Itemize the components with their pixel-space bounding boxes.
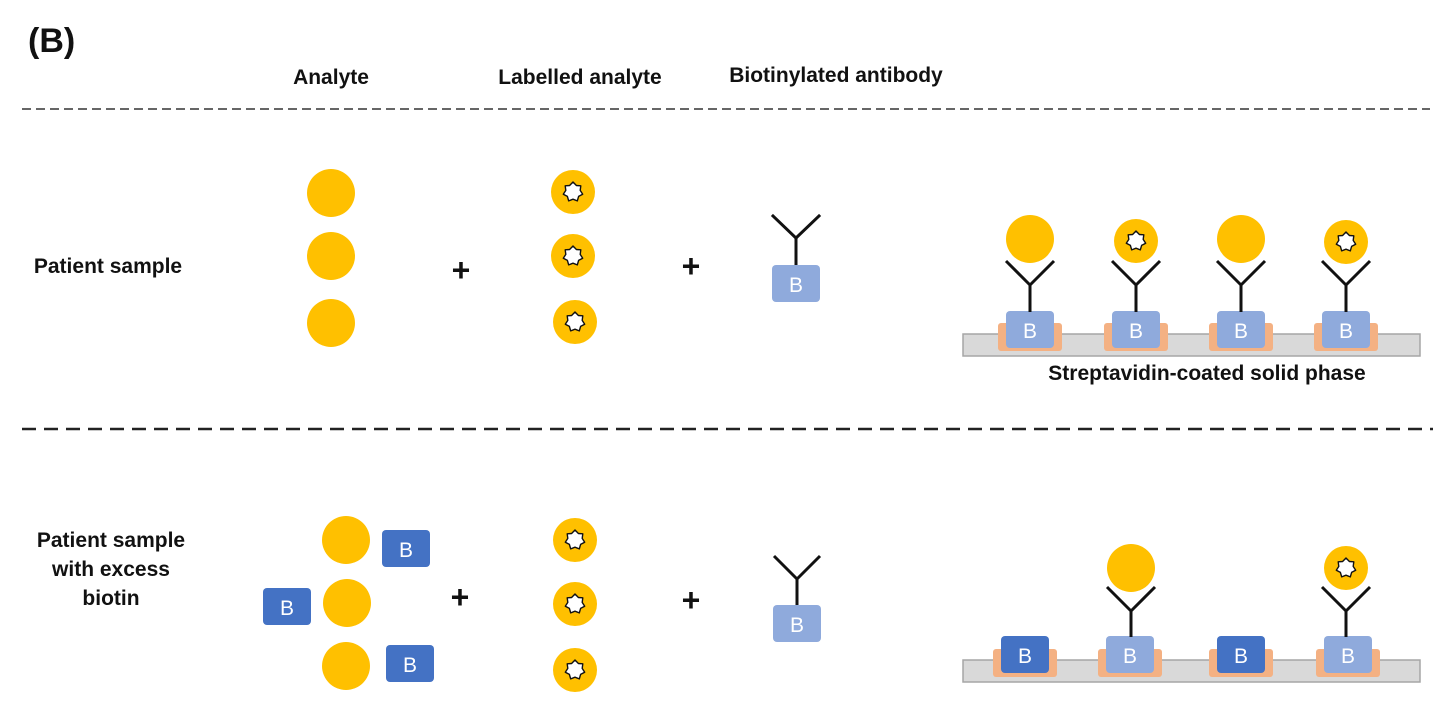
biotin-tag-icon: B [1322, 311, 1370, 348]
antibody-y-icon [1110, 259, 1162, 312]
analyte-circle-icon [307, 232, 355, 280]
biotin-label: B [1341, 645, 1355, 668]
biotin-tag-icon: B [772, 265, 820, 302]
biotin-label: B [399, 539, 413, 562]
row-label-excess-line-1: Patient sample [37, 529, 185, 552]
analyte-circle-icon [307, 299, 355, 347]
analyte-circle-icon [1217, 215, 1265, 263]
plus-sign: + [682, 248, 701, 284]
biotin-tag-icon: B [1217, 311, 1265, 348]
labelled-star-icon [551, 170, 595, 214]
biotin-label: B [1123, 645, 1137, 668]
antibody-y-icon [1105, 585, 1157, 637]
analyte-circle-icon [1006, 215, 1054, 263]
column-header-biotinylated-antibody: Biotinylated antibody [729, 64, 943, 87]
row-label-excess-line-2: with excess [51, 558, 170, 581]
analyte-circle-icon [323, 579, 371, 627]
biotin-label: B [1018, 645, 1032, 668]
biotin-label: B [1129, 320, 1143, 343]
labelled-star-icon [553, 518, 597, 562]
free-biotin-icon: B [1217, 636, 1265, 673]
panel-label: (B) [28, 22, 75, 60]
biotin-label: B [403, 654, 417, 677]
analyte-circle-icon [322, 642, 370, 690]
biotin-label: B [1339, 320, 1353, 343]
labelled-star-icon [1114, 219, 1158, 263]
labelled-star-icon [1324, 546, 1368, 590]
antibody-y-icon [770, 213, 822, 268]
antibody-y-icon [1320, 585, 1372, 637]
analyte-circle-icon [1107, 544, 1155, 592]
antibody-y-icon [1004, 259, 1056, 312]
biotin-tag-icon: B [773, 605, 821, 642]
labelled-star-icon [553, 582, 597, 626]
biotin-label: B [1234, 320, 1248, 343]
labelled-star-icon [553, 300, 597, 344]
biotin-label: B [1023, 320, 1037, 343]
analyte-circle-icon [322, 516, 370, 564]
biotin-tag-icon: B [1106, 636, 1154, 673]
solid-phase-label: Streptavidin-coated solid phase [1048, 362, 1365, 385]
row-label-excess-line-3: biotin [82, 587, 139, 610]
antibody-y-icon [1215, 259, 1267, 312]
analyte-circle-icon [307, 169, 355, 217]
free-biotin-icon: B [1001, 636, 1049, 673]
plus-sign: + [451, 579, 470, 615]
biotin-tag-icon: B [1112, 311, 1160, 348]
antibody-y-icon [1320, 259, 1372, 312]
plus-sign: + [452, 252, 471, 288]
column-header-labelled-analyte: Labelled analyte [498, 66, 661, 89]
column-header-analyte: Analyte [293, 66, 369, 89]
antibody-y-icon [772, 554, 822, 606]
labelled-star-icon [1324, 220, 1368, 264]
free-biotin-icon: B [386, 645, 434, 682]
biotin-label: B [1234, 645, 1248, 668]
biotin-tag-icon: B [1006, 311, 1054, 348]
solid-phase-bar [962, 659, 1421, 683]
biotin-label: B [280, 597, 294, 620]
row-label-patient-sample: Patient sample [34, 255, 182, 278]
biotin-label: B [789, 274, 803, 297]
plus-sign: + [682, 582, 701, 618]
labelled-star-icon [553, 648, 597, 692]
free-biotin-icon: B [263, 588, 311, 625]
biotin-tag-icon: B [1324, 636, 1372, 673]
solid-phase-bar [962, 333, 1421, 357]
biotin-label: B [790, 614, 804, 637]
free-biotin-icon: B [382, 530, 430, 567]
labelled-star-icon [551, 234, 595, 278]
